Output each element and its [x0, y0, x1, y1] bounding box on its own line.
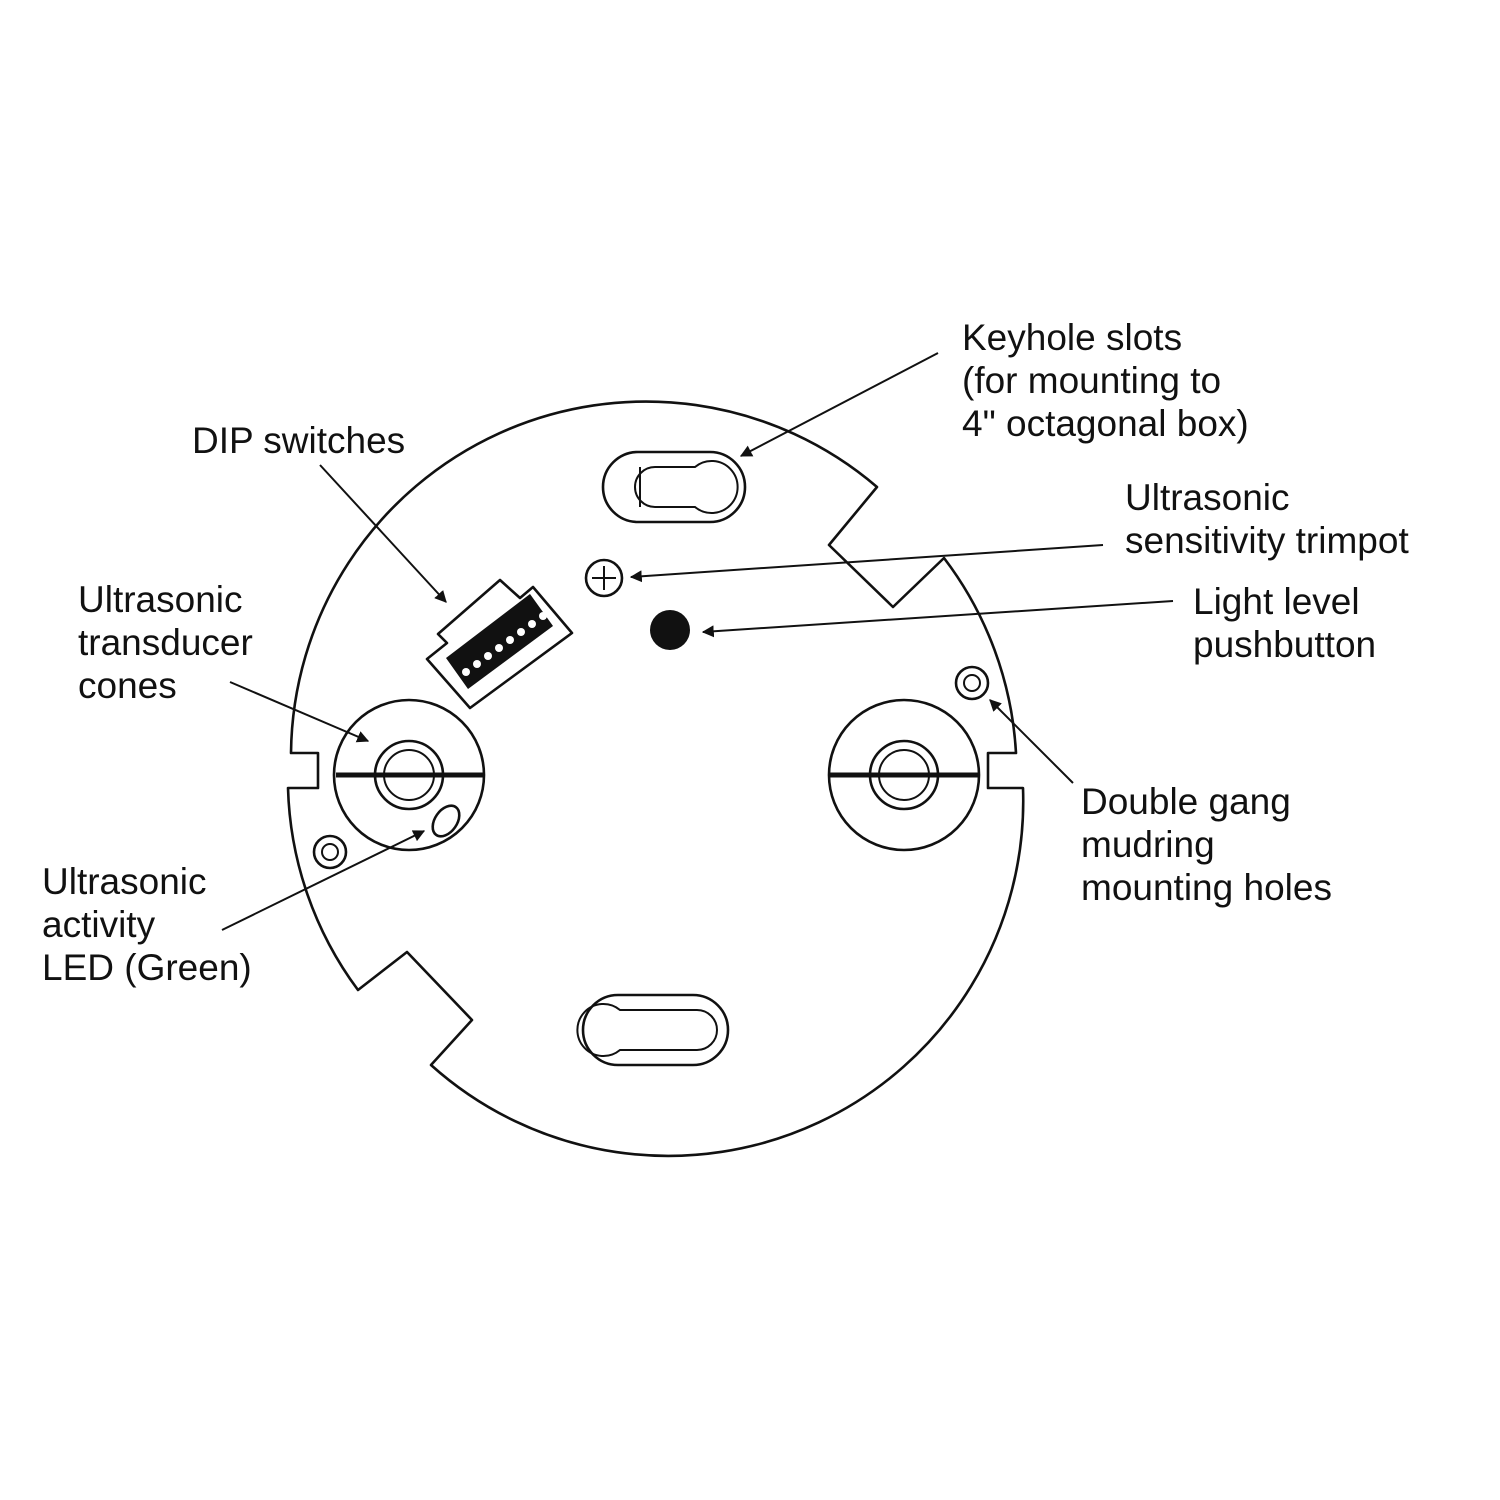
- leader-activity-led: [221, 830, 426, 931]
- leader-pushbutton: [701, 600, 1174, 638]
- dip-switch-block: [425, 578, 574, 710]
- transducer-cone-right: [827, 698, 981, 852]
- label-ultrasonic-trimpot: Ultrasonic sensitivity trimpot: [1125, 477, 1409, 561]
- mudring-hole-left: [312, 834, 348, 870]
- label-dip-switches: DIP switches: [192, 420, 406, 461]
- label-keyhole-slots: Keyhole slots (for mounting to 4" octago…: [962, 317, 1249, 444]
- base-plate-outline: [286, 400, 1025, 1158]
- keyhole-slot-bottom: [576, 993, 730, 1067]
- transducer-cone-left: [332, 698, 486, 852]
- leader-mudring-holes: [989, 699, 1074, 784]
- label-light-level-pushbutton: Light level pushbutton: [1193, 581, 1377, 665]
- keyhole-slot-top: [601, 450, 747, 524]
- label-activity-led: Ultrasonic activity LED (Green): [42, 861, 252, 988]
- mudring-hole-right: [954, 665, 990, 701]
- leader-transducer-cones: [229, 681, 370, 743]
- trimpot: [584, 558, 624, 598]
- label-mudring-holes: Double gang mudring mounting holes: [1081, 781, 1332, 908]
- activity-led: [431, 804, 461, 838]
- light-level-pushbutton: [650, 610, 690, 650]
- leader-keyhole-slots: [739, 352, 939, 457]
- leader-trimpot: [629, 544, 1104, 583]
- label-transducer-cones: Ultrasonic transducer cones: [78, 579, 253, 706]
- leader-dip-switches: [319, 464, 447, 603]
